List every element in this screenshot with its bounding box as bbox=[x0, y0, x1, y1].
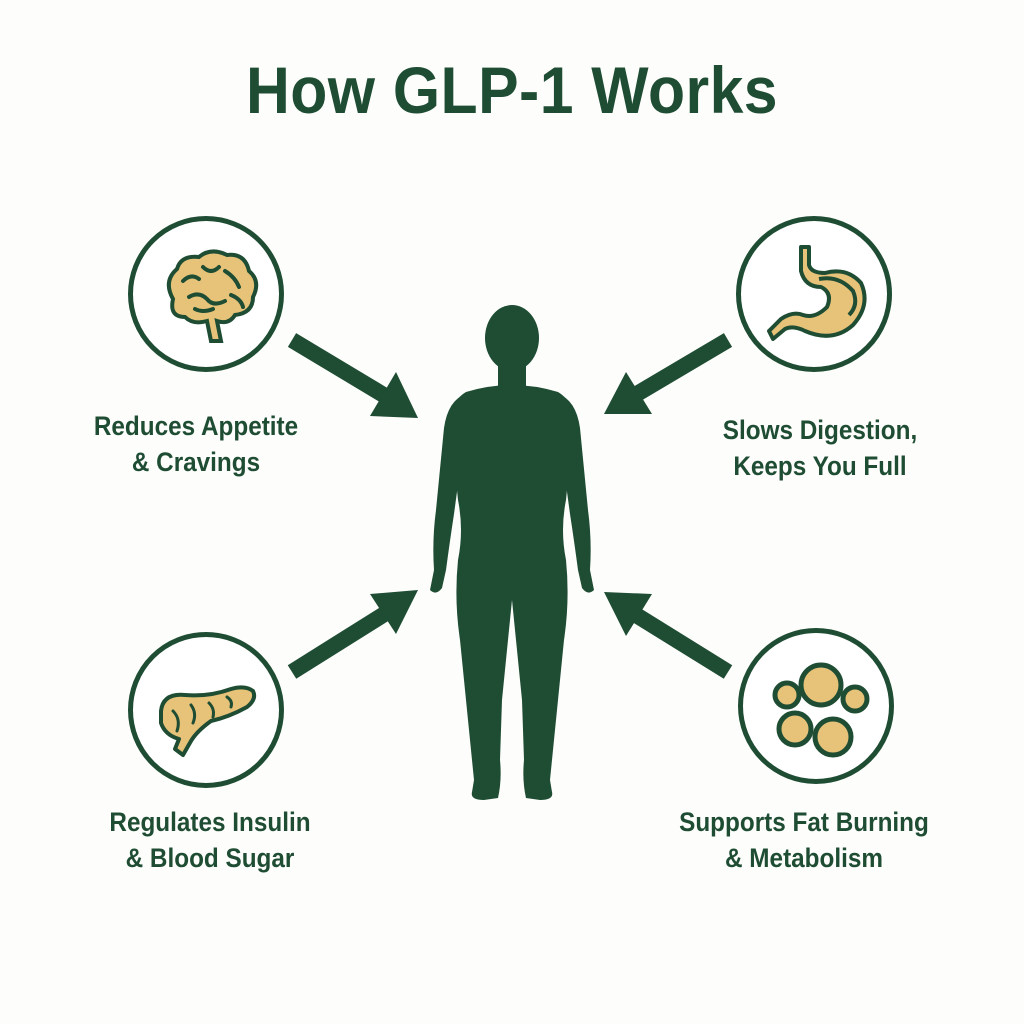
caption-reduces-appetite: Reduces Appetite & Cravings bbox=[61, 408, 331, 480]
caption-line: & Metabolism bbox=[725, 843, 883, 873]
caption-line: Supports Fat Burning bbox=[679, 807, 929, 837]
caption-line: Slows Digestion, bbox=[722, 415, 918, 445]
fat-cells-icon-circle bbox=[738, 628, 894, 784]
caption-line: & Cravings bbox=[131, 447, 261, 477]
page-title: How GLP-1 Works bbox=[245, 53, 779, 127]
caption-regulates-insulin: Regulates Insulin & Blood Sugar bbox=[75, 804, 345, 876]
caption-slows-digestion: Slows Digestion, Keeps You Full bbox=[685, 412, 955, 484]
caption-line: Keeps You Full bbox=[733, 451, 907, 481]
fat-cells-icon bbox=[772, 662, 870, 758]
brain-icon bbox=[166, 249, 259, 343]
caption-supports-fat-burning: Supports Fat Burning & Metabolism bbox=[669, 804, 939, 876]
stomach-icon bbox=[767, 245, 867, 341]
pancreas-icon-circle bbox=[128, 632, 284, 788]
caption-line: Reduces Appetite bbox=[93, 411, 299, 441]
arrow-top-right bbox=[604, 333, 733, 414]
brain-icon-circle bbox=[128, 216, 284, 372]
arrow-top-left bbox=[287, 333, 418, 418]
arrow-bottom-left bbox=[287, 590, 418, 679]
pancreas-icon bbox=[159, 685, 257, 757]
stomach-icon-circle bbox=[736, 216, 892, 372]
caption-line: Regulates Insulin bbox=[109, 807, 311, 837]
arrow-bottom-right bbox=[604, 592, 733, 679]
caption-line: & Blood Sugar bbox=[125, 843, 295, 873]
human-body-silhouette bbox=[430, 305, 594, 800]
